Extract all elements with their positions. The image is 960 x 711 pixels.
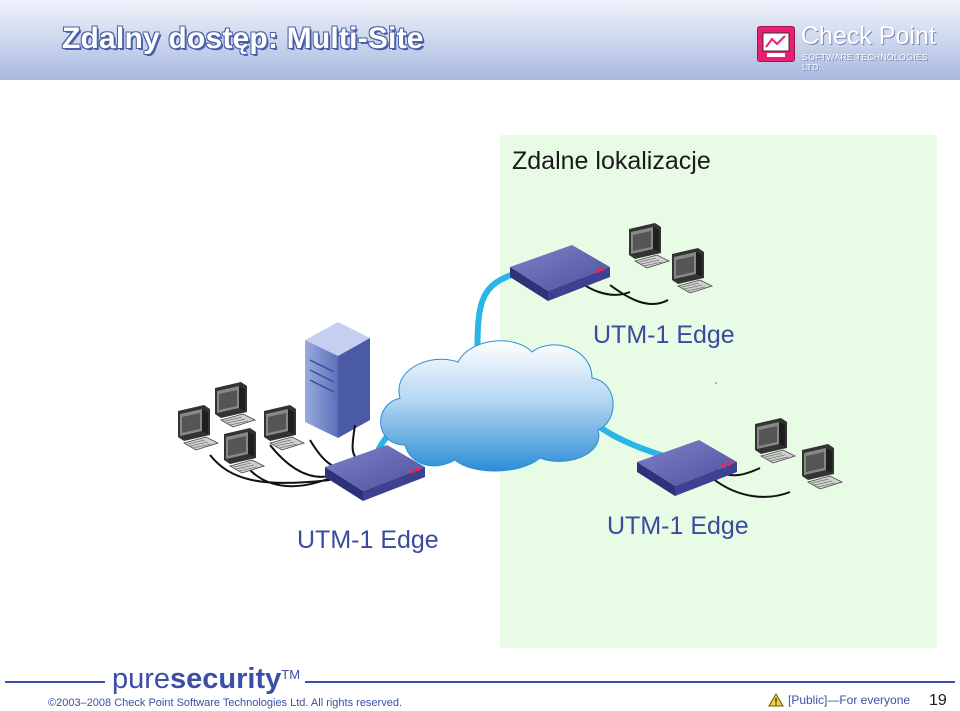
footer-rule-left: [5, 681, 105, 683]
brand-trademark: TM: [281, 667, 301, 682]
lan-cables-left: [209, 424, 361, 488]
stray-mark: `: [714, 380, 718, 394]
pc-icon: [214, 381, 256, 428]
logo-mark-icon: [757, 26, 795, 62]
classification-notice: [Public]—For everyone: [768, 693, 910, 707]
label-utm-edge-top: UTM-1 Edge: [593, 321, 735, 349]
logo-name: Check Point: [801, 22, 936, 50]
utm-edge-device-icon: [510, 245, 610, 301]
logo-subtitle: SOFTWARE TECHNOLOGIES LTD.: [802, 52, 928, 72]
utm-edge-device-icon: [637, 440, 737, 496]
pc-icon: [177, 404, 219, 451]
brand-pure: pure: [112, 663, 171, 695]
label-utm-edge-right: UTM-1 Edge: [607, 512, 749, 540]
pc-icon: [754, 417, 796, 464]
footer-rule-right: [305, 681, 955, 683]
server-icon: [305, 322, 370, 438]
pc-icon: [263, 404, 305, 451]
slide-title: Zdalny dostęp: Multi-Site: [62, 22, 424, 55]
copyright-notice: ©2003–2008 Check Point Software Technolo…: [48, 697, 403, 709]
puresecurity-brand: puresecurityTM: [112, 663, 300, 696]
internet-cloud-icon: [380, 340, 614, 472]
page-number: 19: [929, 692, 947, 709]
pc-icon: [628, 222, 670, 269]
check-point-logo: Check Point SOFTWARE TECHNOLOGIES LTD.: [757, 22, 947, 72]
panel-title: Zdalne lokalizacje: [512, 147, 711, 175]
pc-icon: [223, 427, 265, 474]
warning-icon: [768, 693, 784, 707]
pc-icon: [671, 247, 713, 294]
brand-security: security: [170, 663, 282, 695]
pc-icon: [801, 443, 843, 490]
classification-text: [Public]—For everyone: [788, 693, 911, 707]
slide-header: Zdalny dostęp: Multi-Site Check Point SO…: [0, 0, 960, 80]
label-utm-edge-left: UTM-1 Edge: [297, 526, 439, 554]
